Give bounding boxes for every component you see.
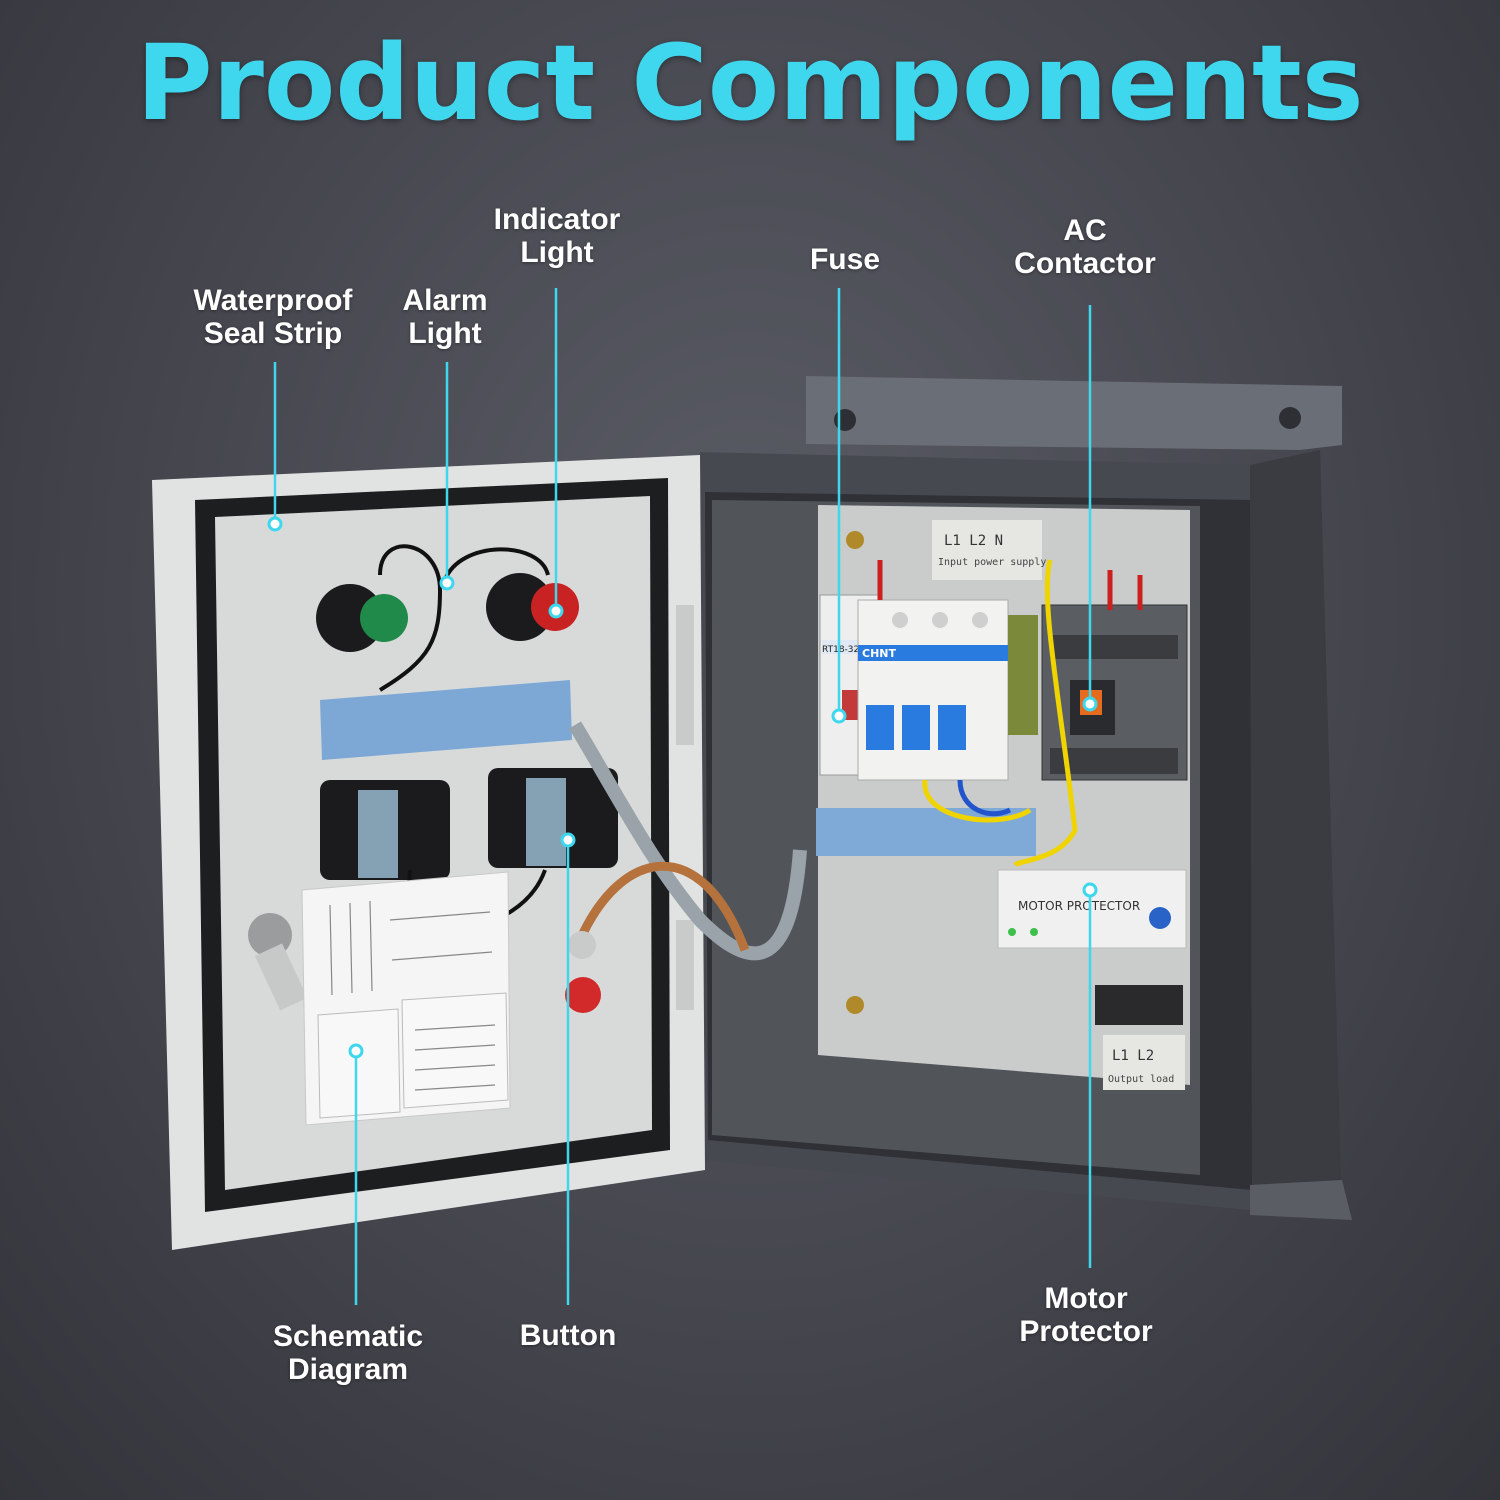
dot-motor-protector	[1082, 882, 1098, 898]
input-terminal-label: L1 L2 N	[944, 533, 1003, 549]
fuse-model: RT18-32X	[822, 645, 865, 655]
label-line: Schematic	[272, 1320, 424, 1353]
dot-indicator-light	[548, 603, 564, 619]
output-caption: Output load	[1108, 1074, 1174, 1085]
dot-seal-strip	[267, 516, 283, 532]
label-line: AC	[1063, 214, 1107, 247]
label-button: Button	[505, 1319, 631, 1352]
motor-protector-plate: MOTOR PROTECTOR	[1018, 899, 1140, 913]
label-line: Motor	[1044, 1282, 1128, 1315]
input-caption: Input power supply	[938, 557, 1046, 568]
label-line: Indicator	[493, 203, 621, 236]
page-title: Product Components	[136, 22, 1364, 144]
leader-lines	[267, 288, 1098, 1305]
label-line: Contactor	[1014, 247, 1156, 280]
label-schematic-diagram: Schematic Diagram	[256, 1320, 440, 1386]
breaker-brand: CHNT	[862, 647, 896, 660]
label-indicator-light: Indicator Light	[482, 203, 632, 269]
label-line: Light	[408, 317, 482, 350]
label-line: Button	[519, 1319, 617, 1352]
label-line: Protector	[1019, 1315, 1153, 1348]
dot-ac-contactor	[1082, 696, 1098, 712]
label-waterproof-seal-strip: Waterproof Seal Strip	[178, 284, 368, 350]
label-line: Fuse	[809, 243, 881, 276]
label-fuse: Fuse	[790, 243, 900, 276]
dot-schematic	[348, 1043, 364, 1059]
label-line: Seal Strip	[203, 317, 343, 350]
dot-alarm-light	[439, 575, 455, 591]
label-line: Light	[520, 236, 594, 269]
dot-button	[560, 832, 576, 848]
label-line: Alarm	[402, 284, 488, 317]
label-motor-protector: Motor Protector	[1000, 1282, 1172, 1348]
label-ac-contactor: AC Contactor	[1000, 214, 1170, 280]
enclosure-box: L1 L2 N Input power supply RT18-32X CHNT	[700, 376, 1352, 1220]
label-line: Waterproof	[193, 284, 353, 317]
label-line: Diagram	[287, 1353, 409, 1386]
output-terminal-label: L1 L2	[1112, 1048, 1154, 1064]
label-alarm-light: Alarm Light	[386, 284, 504, 350]
dot-fuse	[831, 708, 847, 724]
